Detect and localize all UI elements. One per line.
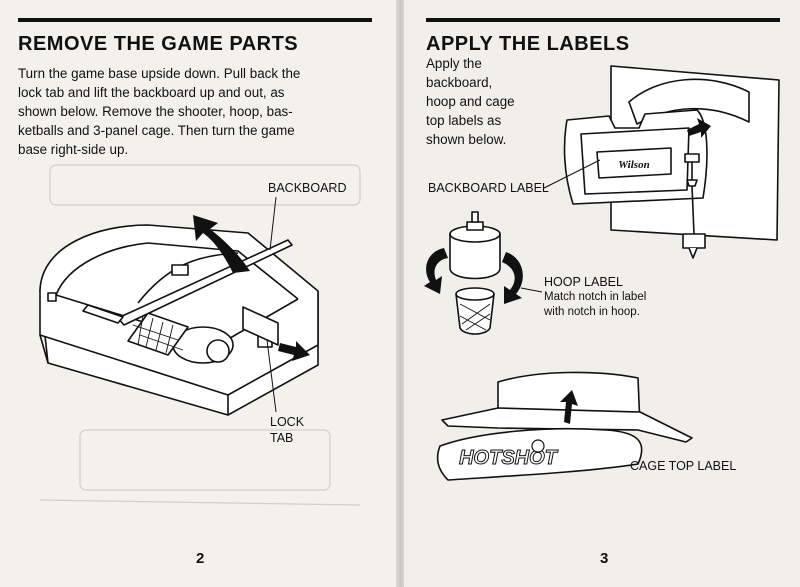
- lock-tab-callout: LOCK TAB: [270, 414, 304, 446]
- lock-tab-line: TAB: [270, 431, 294, 445]
- page-heading: REMOVE THE GAME PARTS: [18, 33, 299, 55]
- backboard-label-callout: BACKBOARD LABEL: [428, 181, 549, 195]
- instruction-line: Turn the game base upside down. Pull bac…: [18, 66, 301, 81]
- instruction-line: hoop and cage: [426, 94, 515, 109]
- instruction-line: ketballs and 3-panel cage. Then turn the…: [18, 123, 295, 138]
- instruction-line: top labels as: [426, 113, 502, 128]
- show-through-marks: [39, 164, 361, 506]
- right-page: APPLY THE LABELS Apply the backboard, ho…: [404, 0, 800, 587]
- lock-tab-line: LOCK: [270, 415, 305, 429]
- pull-arrow-icon: [278, 341, 310, 361]
- instruction-line: lock tab and lift the backboard up and o…: [18, 85, 285, 100]
- apply-arrow-icon: [687, 118, 711, 138]
- lift-arrow-icon: [193, 215, 250, 273]
- rotate-arrow-left-icon: [424, 248, 448, 294]
- hoop-label-note: Match notch in label: [544, 291, 647, 303]
- instructions-text: Apply the backboard, hoop and cage top l…: [426, 54, 515, 149]
- game-base-illustration: [39, 215, 319, 416]
- instruction-line: base right-side up.: [18, 142, 129, 157]
- basketball-icon: [531, 439, 545, 453]
- heading-rule: [18, 18, 372, 22]
- cage-top-illustration: HOTSHOT: [436, 371, 693, 481]
- book-gutter: [396, 0, 406, 587]
- page-number: 3: [600, 550, 609, 567]
- hoop-label-callout: HOOP LABEL Match notch in label with not…: [544, 274, 646, 320]
- instruction-line: backboard,: [426, 75, 493, 90]
- heading-rule: [426, 18, 780, 22]
- backboard-illustration: Wilson: [563, 65, 780, 259]
- hoop-illustration: [424, 211, 523, 335]
- page-number: 2: [196, 550, 205, 567]
- instruction-line: shown below. Remove the shooter, hoop, b…: [18, 104, 293, 119]
- up-arrow-icon: [560, 390, 578, 424]
- backboard-logo: Wilson: [618, 159, 649, 171]
- instruction-line: shown below.: [426, 132, 507, 147]
- instructions-text: Turn the game base upside down. Pull bac…: [18, 64, 300, 159]
- page-heading: APPLY THE LABELS: [426, 33, 630, 55]
- instruction-line: Apply the: [426, 56, 482, 71]
- rotate-arrow-right-icon: [502, 252, 523, 304]
- callout-leader-lines: [266, 196, 277, 413]
- left-page: REMOVE THE GAME PARTS Turn the game base…: [0, 0, 398, 587]
- cage-logo: HOTSHOT: [459, 447, 559, 469]
- backboard-callout: BACKBOARD: [268, 181, 347, 195]
- hoop-label-title: HOOP LABEL: [544, 275, 623, 289]
- hoop-label-note: with notch in hoop.: [544, 306, 640, 318]
- cage-top-label-callout: CAGE TOP LABEL: [630, 459, 737, 473]
